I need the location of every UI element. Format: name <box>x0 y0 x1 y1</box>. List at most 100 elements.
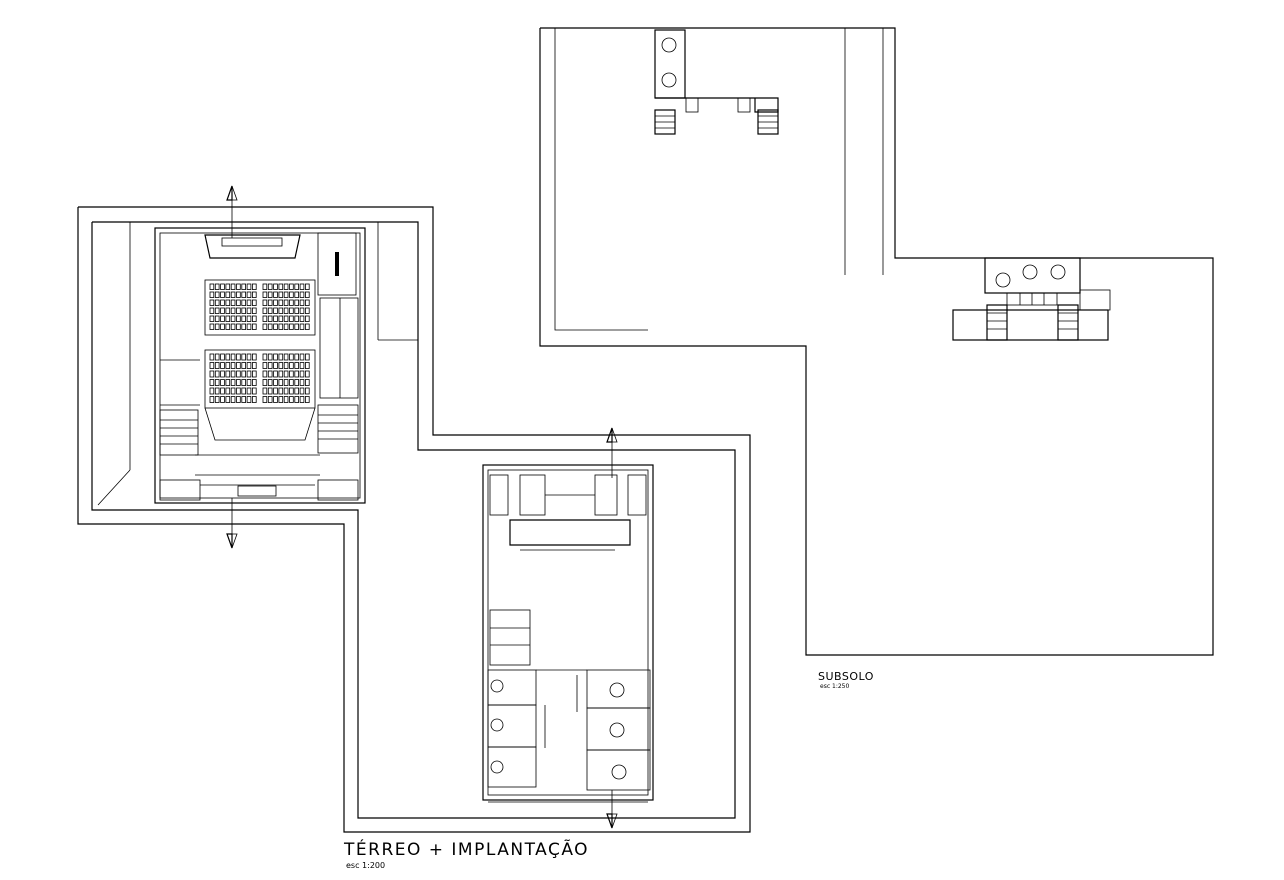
seat <box>299 315 305 322</box>
seat <box>262 323 268 330</box>
seat <box>267 323 273 330</box>
seat <box>267 396 273 403</box>
seat <box>214 291 220 298</box>
seat <box>246 362 252 369</box>
seat <box>220 299 225 306</box>
seat <box>289 362 294 369</box>
seat <box>220 315 225 322</box>
seat <box>278 370 284 378</box>
seat <box>241 370 247 378</box>
seat <box>241 307 247 314</box>
seat <box>262 387 268 395</box>
seat <box>273 291 278 298</box>
seat <box>283 387 289 395</box>
seat <box>236 307 241 314</box>
seat <box>246 396 252 403</box>
seat <box>273 396 278 403</box>
seat <box>299 323 305 330</box>
seat <box>283 396 289 403</box>
seat <box>246 291 252 298</box>
seat <box>273 362 278 369</box>
stairs-right <box>317 404 359 454</box>
seat <box>283 362 289 369</box>
seat <box>241 387 247 395</box>
seat <box>283 379 289 386</box>
seat <box>278 379 284 386</box>
seat <box>241 315 247 322</box>
seat <box>230 307 236 314</box>
seat <box>241 396 247 403</box>
seat <box>299 353 305 361</box>
seat <box>251 315 257 322</box>
seat <box>230 299 236 306</box>
seat <box>220 396 225 403</box>
seat <box>236 283 241 290</box>
seat <box>225 353 231 361</box>
seat <box>289 283 294 290</box>
seat <box>214 370 220 378</box>
seat <box>241 353 247 361</box>
seat <box>241 323 247 330</box>
seat <box>304 323 310 330</box>
seat <box>299 291 305 298</box>
seat <box>241 299 247 306</box>
seat <box>220 291 225 298</box>
seat <box>294 387 299 395</box>
seat <box>236 291 241 298</box>
theater-building <box>154 227 366 504</box>
seat <box>209 387 215 395</box>
seat <box>294 353 299 361</box>
seat <box>225 283 231 290</box>
seat <box>304 362 310 369</box>
seat <box>246 299 252 306</box>
seat <box>289 291 294 298</box>
seat <box>304 307 310 314</box>
seat <box>273 315 278 322</box>
seat <box>225 362 231 369</box>
seat <box>225 323 231 330</box>
basement-scale: esc 1:250 <box>820 683 850 690</box>
seating-lower <box>204 349 316 409</box>
seat <box>251 362 257 369</box>
seat <box>267 362 273 369</box>
seat <box>214 307 220 314</box>
seat <box>209 370 215 378</box>
seat <box>241 283 247 290</box>
seat <box>267 353 273 361</box>
seat <box>289 323 294 330</box>
seat <box>230 362 236 369</box>
seat <box>241 291 247 298</box>
seat <box>294 379 299 386</box>
seat <box>262 291 268 298</box>
seat <box>220 370 225 378</box>
section-markers <box>226 185 618 829</box>
seat <box>225 307 231 314</box>
seat <box>299 387 305 395</box>
seat <box>225 370 231 378</box>
seat <box>251 291 257 298</box>
seat <box>251 307 257 314</box>
seat <box>220 353 225 361</box>
seat <box>304 370 310 378</box>
stairs-left <box>159 409 199 456</box>
seat <box>273 379 278 386</box>
seat <box>299 362 305 369</box>
seat <box>236 315 241 322</box>
seat <box>251 396 257 403</box>
seat <box>304 353 310 361</box>
seat <box>220 379 225 386</box>
seat <box>246 283 252 290</box>
seat <box>230 396 236 403</box>
basement-core-right <box>952 257 1111 341</box>
seat <box>267 370 273 378</box>
seat <box>214 299 220 306</box>
seat <box>209 283 215 290</box>
seat <box>267 307 273 314</box>
seat <box>246 323 252 330</box>
seat <box>278 307 284 314</box>
seat <box>283 291 289 298</box>
seat <box>278 387 284 395</box>
seat <box>236 353 241 361</box>
seat <box>273 299 278 306</box>
